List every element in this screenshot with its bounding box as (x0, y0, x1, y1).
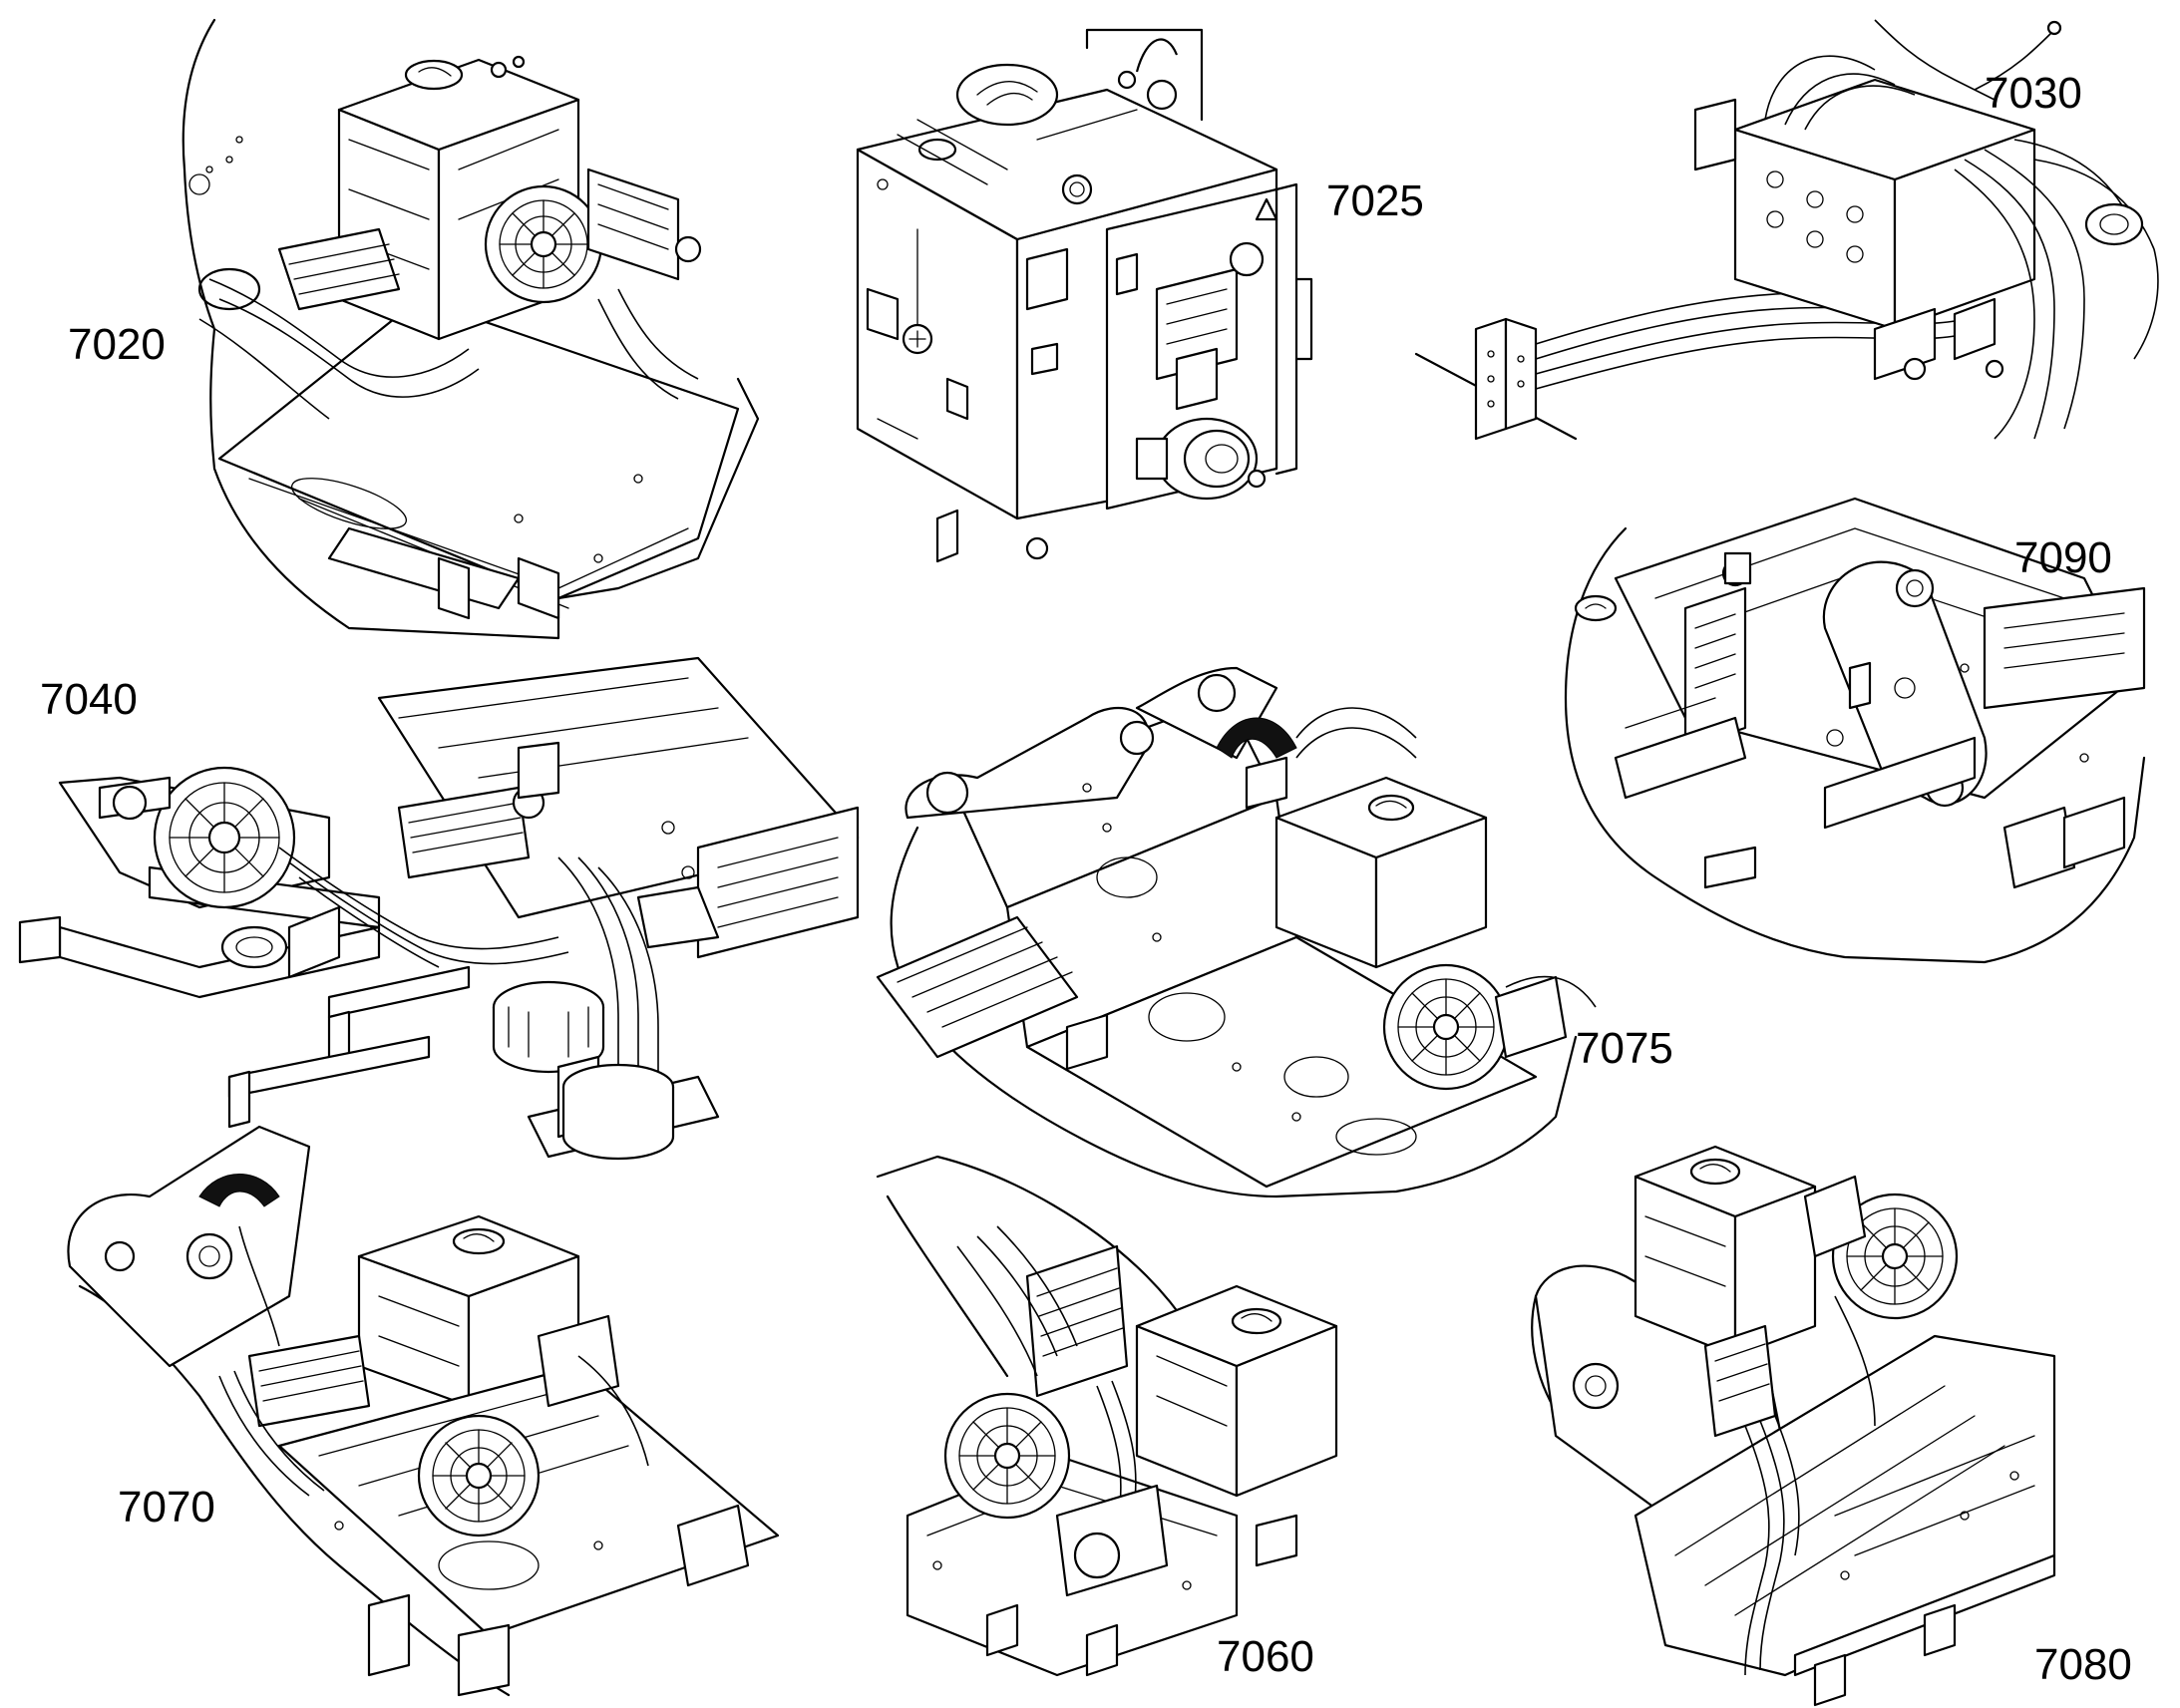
figure-label: 7090 (2014, 533, 2112, 582)
figure-label: 7025 (1326, 176, 1424, 225)
figure-label: 7020 (68, 320, 166, 369)
figure-7040-drawing (18, 656, 860, 1161)
figure-7080: 7080 (1516, 1137, 2180, 1708)
figure-7070: 7070 (40, 1107, 798, 1708)
figure-label: 7030 (1985, 69, 2082, 118)
figure-7075: 7075 (858, 638, 1675, 1216)
figure-7090: 7090 (1526, 459, 2180, 997)
figure-7075-drawing (876, 666, 1597, 1198)
figure-7020: 7020 (0, 0, 798, 648)
figure-7060: 7060 (858, 1137, 1416, 1708)
figure-7080-drawing (1531, 1145, 2056, 1707)
figure-7020-drawing (182, 18, 760, 640)
figure-label: 7070 (118, 1483, 215, 1532)
figure-label: 7060 (1217, 1632, 1314, 1681)
figure-7060-drawing (876, 1155, 1338, 1677)
figure-7025: 7025 (838, 0, 1476, 598)
figure-label: 7075 (1576, 1024, 1673, 1073)
figure-7040: 7040 (0, 638, 878, 1196)
figure-7025-drawing (856, 28, 1313, 563)
figure-7090-drawing (1564, 497, 2146, 964)
figure-label: 7040 (40, 675, 138, 724)
figure-label: 7080 (2034, 1640, 2132, 1689)
figure-7030: 7030 (1396, 0, 2180, 459)
figure-7070-drawing (67, 1125, 780, 1697)
figure-7030-drawing (1414, 19, 2159, 441)
